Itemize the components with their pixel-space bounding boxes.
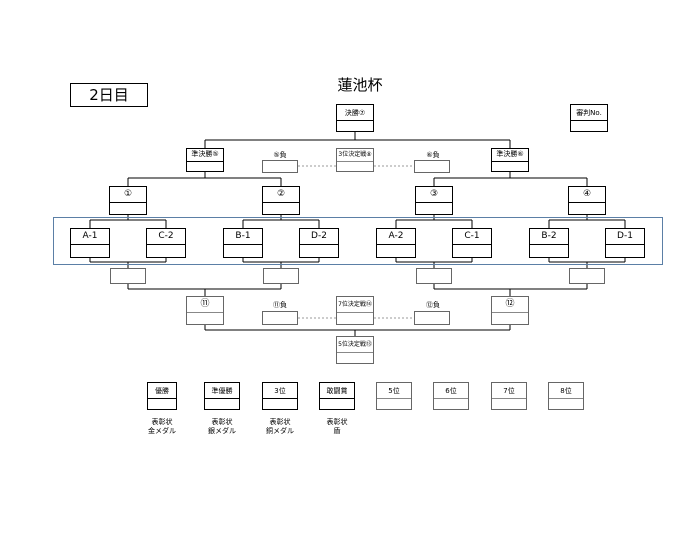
seventh-loser-left-label: ⑪負 xyxy=(273,301,287,309)
quarter-1-box: ① xyxy=(109,186,147,215)
consolation-right-box: ⑫ xyxy=(491,296,529,325)
place-label-3: 3位 xyxy=(274,387,286,395)
place-box-1: 優勝 xyxy=(147,382,177,410)
team-label-7: B-2 xyxy=(541,231,557,241)
loser-box-2 xyxy=(263,268,299,284)
consolation-left-box: ⑪ xyxy=(186,296,224,325)
place-box-5: 5位 xyxy=(376,382,412,410)
fifth-place-box: 5位決定戦⑬ xyxy=(336,336,374,364)
place-box-6: 6位 xyxy=(433,382,469,410)
quarter-4-label: ④ xyxy=(582,189,592,199)
place-label-6: 6位 xyxy=(445,387,457,395)
quarter-1-label: ① xyxy=(123,189,133,199)
seventh-loser-right-box xyxy=(414,311,450,325)
final-match-box: 決勝⑦ xyxy=(336,104,374,132)
place-label-1: 優勝 xyxy=(155,387,169,395)
team-box-4: D-2 xyxy=(299,228,339,258)
referee-label: 審判No. xyxy=(576,109,602,117)
team-label-1: A-1 xyxy=(82,231,98,241)
award-note-2: 表彰状 銀メダル xyxy=(208,418,236,435)
team-box-7: B-2 xyxy=(529,228,569,258)
team-box-1: A-1 xyxy=(70,228,110,258)
consolation-left-label: ⑪ xyxy=(200,299,210,309)
semifinal-right-box: 準決勝⑥ xyxy=(491,148,529,172)
team-label-2: C-2 xyxy=(158,231,174,241)
third-place-box: 3位決定戦⑧ xyxy=(336,148,374,172)
place-label-7: 7位 xyxy=(503,387,515,395)
loser-box-1 xyxy=(110,268,146,284)
semifinal-right-label: 準決勝⑥ xyxy=(496,150,524,158)
place-box-7: 7位 xyxy=(491,382,527,410)
team-label-6: C-1 xyxy=(464,231,480,241)
award-note-1: 表彰状 金メダル xyxy=(148,418,176,435)
place-box-4: 敢闘賞 xyxy=(319,382,355,410)
team-box-2: C-2 xyxy=(146,228,186,258)
place-label-5: 5位 xyxy=(388,387,400,395)
team-label-8: D-1 xyxy=(617,231,633,241)
quarter-3-box: ③ xyxy=(415,186,453,215)
team-box-3: B-1 xyxy=(223,228,263,258)
team-label-5: A-2 xyxy=(388,231,404,241)
final-label: 決勝⑦ xyxy=(344,109,366,117)
team-box-5: A-2 xyxy=(376,228,416,258)
seventh-loser-right-label: ⑫負 xyxy=(426,301,440,309)
team-label-4: D-2 xyxy=(311,231,327,241)
award-note-4: 表彰状 盾 xyxy=(326,418,348,435)
place-box-2: 準優勝 xyxy=(204,382,240,410)
third-place-label: 3位決定戦⑧ xyxy=(338,151,372,158)
loser-box-4 xyxy=(569,268,605,284)
place-label-2: 準優勝 xyxy=(211,387,233,395)
quarter-4-box: ④ xyxy=(568,186,606,215)
seventh-place-label: 7位決定戦⑭ xyxy=(338,301,372,308)
place-box-8: 8位 xyxy=(548,382,584,410)
place-label-4: 敢闘賞 xyxy=(326,387,348,395)
team-box-6: C-1 xyxy=(452,228,492,258)
quarter-2-label: ② xyxy=(276,189,286,199)
team-box-8: D-1 xyxy=(605,228,645,258)
seventh-place-box: 7位決定戦⑭ xyxy=(336,296,374,325)
seventh-loser-left-box xyxy=(262,311,298,325)
referee-box: 審判No. xyxy=(570,104,608,132)
quarter-2-box: ② xyxy=(262,186,300,215)
team-label-3: B-1 xyxy=(235,231,251,241)
third-loser-right-box xyxy=(414,160,450,173)
fifth-place-label: 5位決定戦⑬ xyxy=(338,341,372,348)
semifinal-left-label: 準決勝⑤ xyxy=(191,150,219,158)
third-loser-right-label: ⑥負 xyxy=(426,151,440,159)
consolation-right-label: ⑫ xyxy=(505,299,515,309)
quarter-3-label: ③ xyxy=(429,189,439,199)
first-round-group xyxy=(53,217,663,265)
third-loser-left-box xyxy=(262,160,298,173)
day-label: 2日目 xyxy=(70,83,148,107)
place-label-8: 8位 xyxy=(560,387,572,395)
tournament-title: 蓮池杯 xyxy=(337,76,383,94)
award-note-3: 表彰状 銅メダル xyxy=(266,418,294,435)
loser-box-3 xyxy=(416,268,452,284)
third-loser-left-label: ⑤負 xyxy=(273,151,287,159)
place-box-3: 3位 xyxy=(262,382,298,410)
semifinal-left-box: 準決勝⑤ xyxy=(186,148,224,172)
